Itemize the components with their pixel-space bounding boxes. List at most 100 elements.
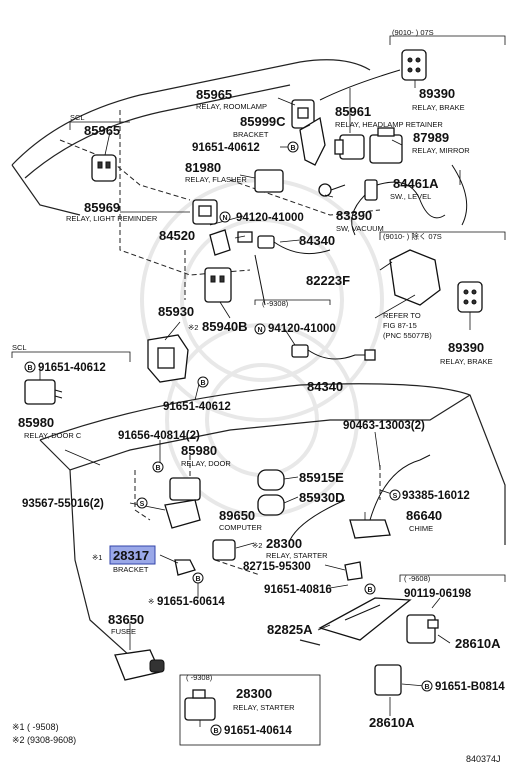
circle-b-3: B bbox=[27, 365, 32, 372]
part-28317: 28317 bbox=[113, 548, 149, 563]
part-89390-brake: 89390 bbox=[448, 340, 484, 355]
fusee-83650 bbox=[114, 649, 165, 681]
part-28300-a: 28300 bbox=[266, 536, 302, 551]
relay-starter-28300-a bbox=[212, 539, 236, 561]
part-28317-desc: BRACKET bbox=[113, 565, 149, 574]
figure-code: 840374J bbox=[466, 754, 501, 764]
part-85969-desc: RELAY, LIGHT REMINDER bbox=[66, 214, 158, 223]
circle-b-1: B bbox=[290, 145, 295, 152]
group-bracket-9608 bbox=[399, 574, 506, 582]
part-89390-top: 89390 bbox=[419, 86, 455, 101]
relay-85930 bbox=[147, 334, 189, 383]
relay-roomlamp bbox=[291, 99, 315, 129]
relay-85980-door bbox=[169, 477, 201, 501]
part-85940b: 85940B bbox=[202, 319, 248, 334]
labels: (9010- ) 07S 89390 RELAY, BRAKE 85965 RE… bbox=[12, 28, 505, 764]
part-85961: 85961 bbox=[335, 104, 371, 119]
part-82223f: 82223F bbox=[306, 273, 350, 288]
footnote-2: ※2 (9308-9608) bbox=[12, 735, 76, 745]
relay-85915e bbox=[257, 469, 285, 491]
part-90119-06198: 90119-06198 bbox=[404, 588, 472, 600]
relay-85961 bbox=[334, 134, 365, 160]
relay-84520 bbox=[209, 229, 231, 256]
range-mid-label: (9010- ) 除く 07S bbox=[383, 231, 442, 241]
arrows bbox=[254, 69, 468, 541]
relay-89390-top bbox=[401, 49, 427, 81]
part-91651-40816: 91651-40816 bbox=[264, 584, 332, 596]
part-82825a: 82825A bbox=[267, 622, 313, 637]
relay-87989 bbox=[369, 127, 403, 164]
part-85965-scl: 85965 bbox=[84, 123, 120, 138]
part-85980-door-c-desc: RELAY, DOOR C bbox=[24, 431, 82, 440]
circle-b-8: B bbox=[213, 728, 218, 735]
part-85980-door-c: 85980 bbox=[18, 415, 54, 430]
sw-level bbox=[351, 179, 446, 236]
wire-84340-bottom bbox=[291, 344, 376, 361]
part-85930d: 85930D bbox=[299, 490, 345, 505]
part-85961-desc: RELAY, HEADLAMP RETAINER bbox=[335, 120, 443, 129]
relay-85965-scl bbox=[91, 154, 117, 182]
part-82715 bbox=[344, 561, 363, 581]
part-87989-desc: RELAY, MIRROR bbox=[412, 146, 470, 155]
refer-line-2: FIG 87-15 bbox=[383, 321, 417, 330]
range-9308b-label: ( -9308) bbox=[186, 673, 213, 682]
circle-b-2: B bbox=[200, 380, 205, 387]
leader-lines bbox=[39, 80, 471, 727]
computer-89650 bbox=[164, 499, 201, 529]
part-93385-16012: 93385-16012 bbox=[402, 490, 470, 502]
circle-markers: B N N B B B S S B B B B bbox=[24, 141, 433, 736]
relay-89390-mid-harness bbox=[379, 249, 441, 306]
part-83390-desc: SW, VACUUM bbox=[336, 224, 384, 233]
part-91651-40612-b: 91651-40612 bbox=[163, 401, 231, 413]
part-85915e: 85915E bbox=[299, 470, 344, 485]
part-85930: 85930 bbox=[158, 304, 194, 319]
range-9308-label: ( -9308) bbox=[262, 299, 289, 308]
group-bracket-top bbox=[389, 35, 506, 45]
circle-n-1: N bbox=[222, 215, 227, 222]
part-84340-b: 84340 bbox=[307, 379, 343, 394]
relay-starter-28300-b bbox=[184, 689, 216, 721]
sw-vacuum bbox=[318, 183, 346, 197]
relay-28610a-b bbox=[374, 664, 402, 696]
relay-85969 bbox=[192, 199, 218, 225]
circle-s-2: S bbox=[393, 493, 398, 500]
circle-n-2: N bbox=[257, 327, 262, 334]
scl-top-label: SCL bbox=[70, 113, 85, 122]
refer-line-3: (PNC 55077B) bbox=[383, 331, 432, 340]
part-28300-b: 28300 bbox=[236, 686, 272, 701]
part-91651-60614-mark: ※ bbox=[148, 597, 154, 606]
part-89390-brake-desc: RELAY, BRAKE bbox=[440, 357, 493, 366]
part-81980-desc: RELAY, FLASHER bbox=[185, 175, 247, 184]
dashboard-outline-upper bbox=[11, 59, 381, 300]
part-94120-41000-b: 94120-41000 bbox=[268, 323, 336, 335]
relay-28610a-a bbox=[406, 614, 439, 644]
part-90463-13003: 90463-13003(2) bbox=[343, 420, 425, 432]
part-84461a: 84461A bbox=[393, 176, 439, 191]
part-82715-95300: 82715-95300 bbox=[243, 561, 311, 573]
part-83650: 83650 bbox=[108, 612, 144, 627]
part-94120-41000-a: 94120-41000 bbox=[236, 212, 304, 224]
dashboard-outline-lower bbox=[39, 383, 506, 666]
part-28610a-a: 28610A bbox=[455, 636, 501, 651]
part-84340-a: 84340 bbox=[299, 233, 335, 248]
part-85999c: 85999C bbox=[240, 114, 286, 129]
part-91651-40612-c: 91651-40612 bbox=[38, 362, 106, 374]
range-top-label: (9010- ) 07S bbox=[392, 28, 434, 37]
part-85980-door-desc: RELAY, DOOR bbox=[181, 459, 231, 468]
highlight-28317 bbox=[109, 545, 156, 565]
part-93567-55016: 93567-55016(2) bbox=[22, 498, 104, 510]
group-bracket-scl-top bbox=[69, 121, 130, 130]
scl-bot-label: SCL bbox=[12, 343, 27, 352]
part-86640-desc: CHIME bbox=[409, 524, 433, 533]
circle-b-4: B bbox=[155, 465, 160, 472]
chime-86640 bbox=[349, 454, 431, 539]
part-84461a-desc: SW., LEVEL bbox=[390, 192, 431, 201]
group-box-9308 bbox=[179, 674, 321, 746]
group-bracket-scl-bot bbox=[11, 351, 131, 362]
part-85965-top: 85965 bbox=[196, 87, 232, 102]
circle-s-1: S bbox=[140, 501, 145, 508]
part-83650-desc: FUSEE bbox=[111, 627, 136, 636]
part-28317-mark: ※1 bbox=[92, 553, 102, 562]
